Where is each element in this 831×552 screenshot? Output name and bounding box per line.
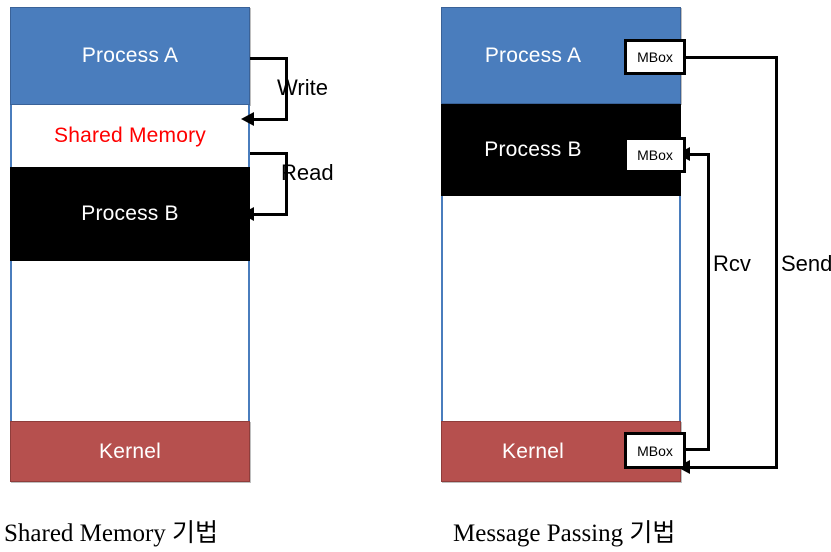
- rcv-arrow-top-segment: [690, 153, 710, 156]
- write-arrow-bottom-segment: [254, 118, 288, 121]
- right-process-a-label: Process A: [484, 43, 582, 67]
- mbox-kernel-label: MBox: [637, 442, 673, 459]
- mbox-kernel[interactable]: MBox: [624, 432, 686, 469]
- read-arrow-bottom-segment: [254, 213, 288, 216]
- mbox-process-b-label: MBox: [637, 147, 673, 163]
- left-block-shared-memory: Shared Memory: [10, 105, 250, 167]
- right-block-kernel: Kernel: [441, 421, 681, 482]
- right-kernel-label: Kernel: [502, 439, 564, 463]
- right-process-b-label: Process B: [484, 138, 582, 161]
- rcv-arrow-vertical-segment: [707, 153, 710, 451]
- left-process-a-label: Process A: [81, 44, 179, 67]
- mbox-process-a-label: MBox: [637, 49, 673, 65]
- read-arrow-label: Read: [281, 160, 334, 185]
- left-block-kernel: Kernel: [10, 421, 250, 482]
- read-arrow-head-icon: [241, 207, 254, 221]
- send-arrow-top-segment: [684, 56, 778, 59]
- left-block-empty-space: [10, 261, 250, 421]
- left-process-b-label: Process B: [81, 202, 179, 225]
- send-arrow-label: Send: [781, 251, 831, 276]
- right-panel-caption: Message Passing 기법: [453, 520, 676, 547]
- left-panel-caption: Shared Memory 기법: [4, 520, 219, 547]
- send-arrow-bottom-segment: [690, 466, 778, 469]
- write-arrow-label: Write: [277, 75, 328, 100]
- mbox-process-a[interactable]: MBox: [624, 39, 686, 75]
- rcv-arrow-label: Rcv: [713, 251, 751, 276]
- send-arrow-vertical-segment: [775, 56, 778, 469]
- left-block-process-a: Process A: [10, 7, 250, 105]
- left-block-process-b: Process B: [10, 167, 250, 261]
- rcv-arrow-bottom-segment: [684, 448, 710, 451]
- read-arrow-vertical-segment: [285, 152, 288, 214]
- left-shared-memory-label: Shared Memory: [54, 124, 206, 147]
- mbox-process-b[interactable]: MBox: [624, 137, 686, 173]
- left-kernel-label: Kernel: [99, 439, 161, 463]
- read-arrow-top-segment: [250, 152, 288, 155]
- write-arrow-head-icon: [241, 112, 254, 126]
- write-arrow-top-segment: [250, 57, 288, 60]
- right-block-empty-space: [441, 196, 681, 421]
- write-arrow-vertical-segment: [285, 57, 288, 119]
